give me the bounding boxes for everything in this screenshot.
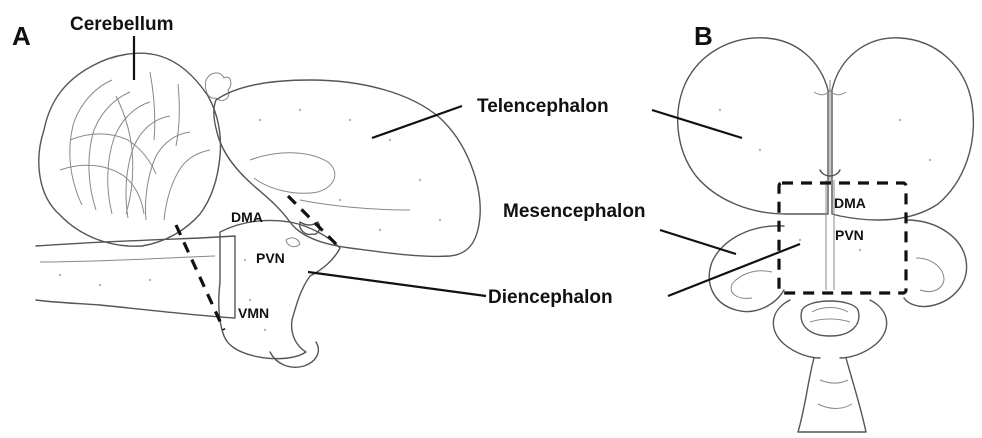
b-dma-label: DMA [834,195,866,211]
panel-a-dashed-boundary-right [288,196,340,248]
mesencephalon-label: Mesencephalon [503,201,646,222]
cerebellum-label: Cerebellum [70,14,173,35]
telencephalon-leader-b [652,110,742,138]
a-vmn-label: VMN [238,305,269,321]
telencephalon-leader-a [372,106,462,138]
telencephalon-label: Telencephalon [477,96,609,117]
a-pvn-label: PVN [256,250,285,266]
diencephalon-leader-a [308,272,486,296]
b-pvn-label: PVN [835,227,864,243]
panel-b-label: B [694,21,713,51]
diencephalon-label: Diencephalon [488,287,613,308]
panel-b-drawing [678,38,974,432]
panel-a-label: A [12,21,31,51]
mesencephalon-leader [660,230,736,254]
a-dma-label: DMA [231,209,263,225]
